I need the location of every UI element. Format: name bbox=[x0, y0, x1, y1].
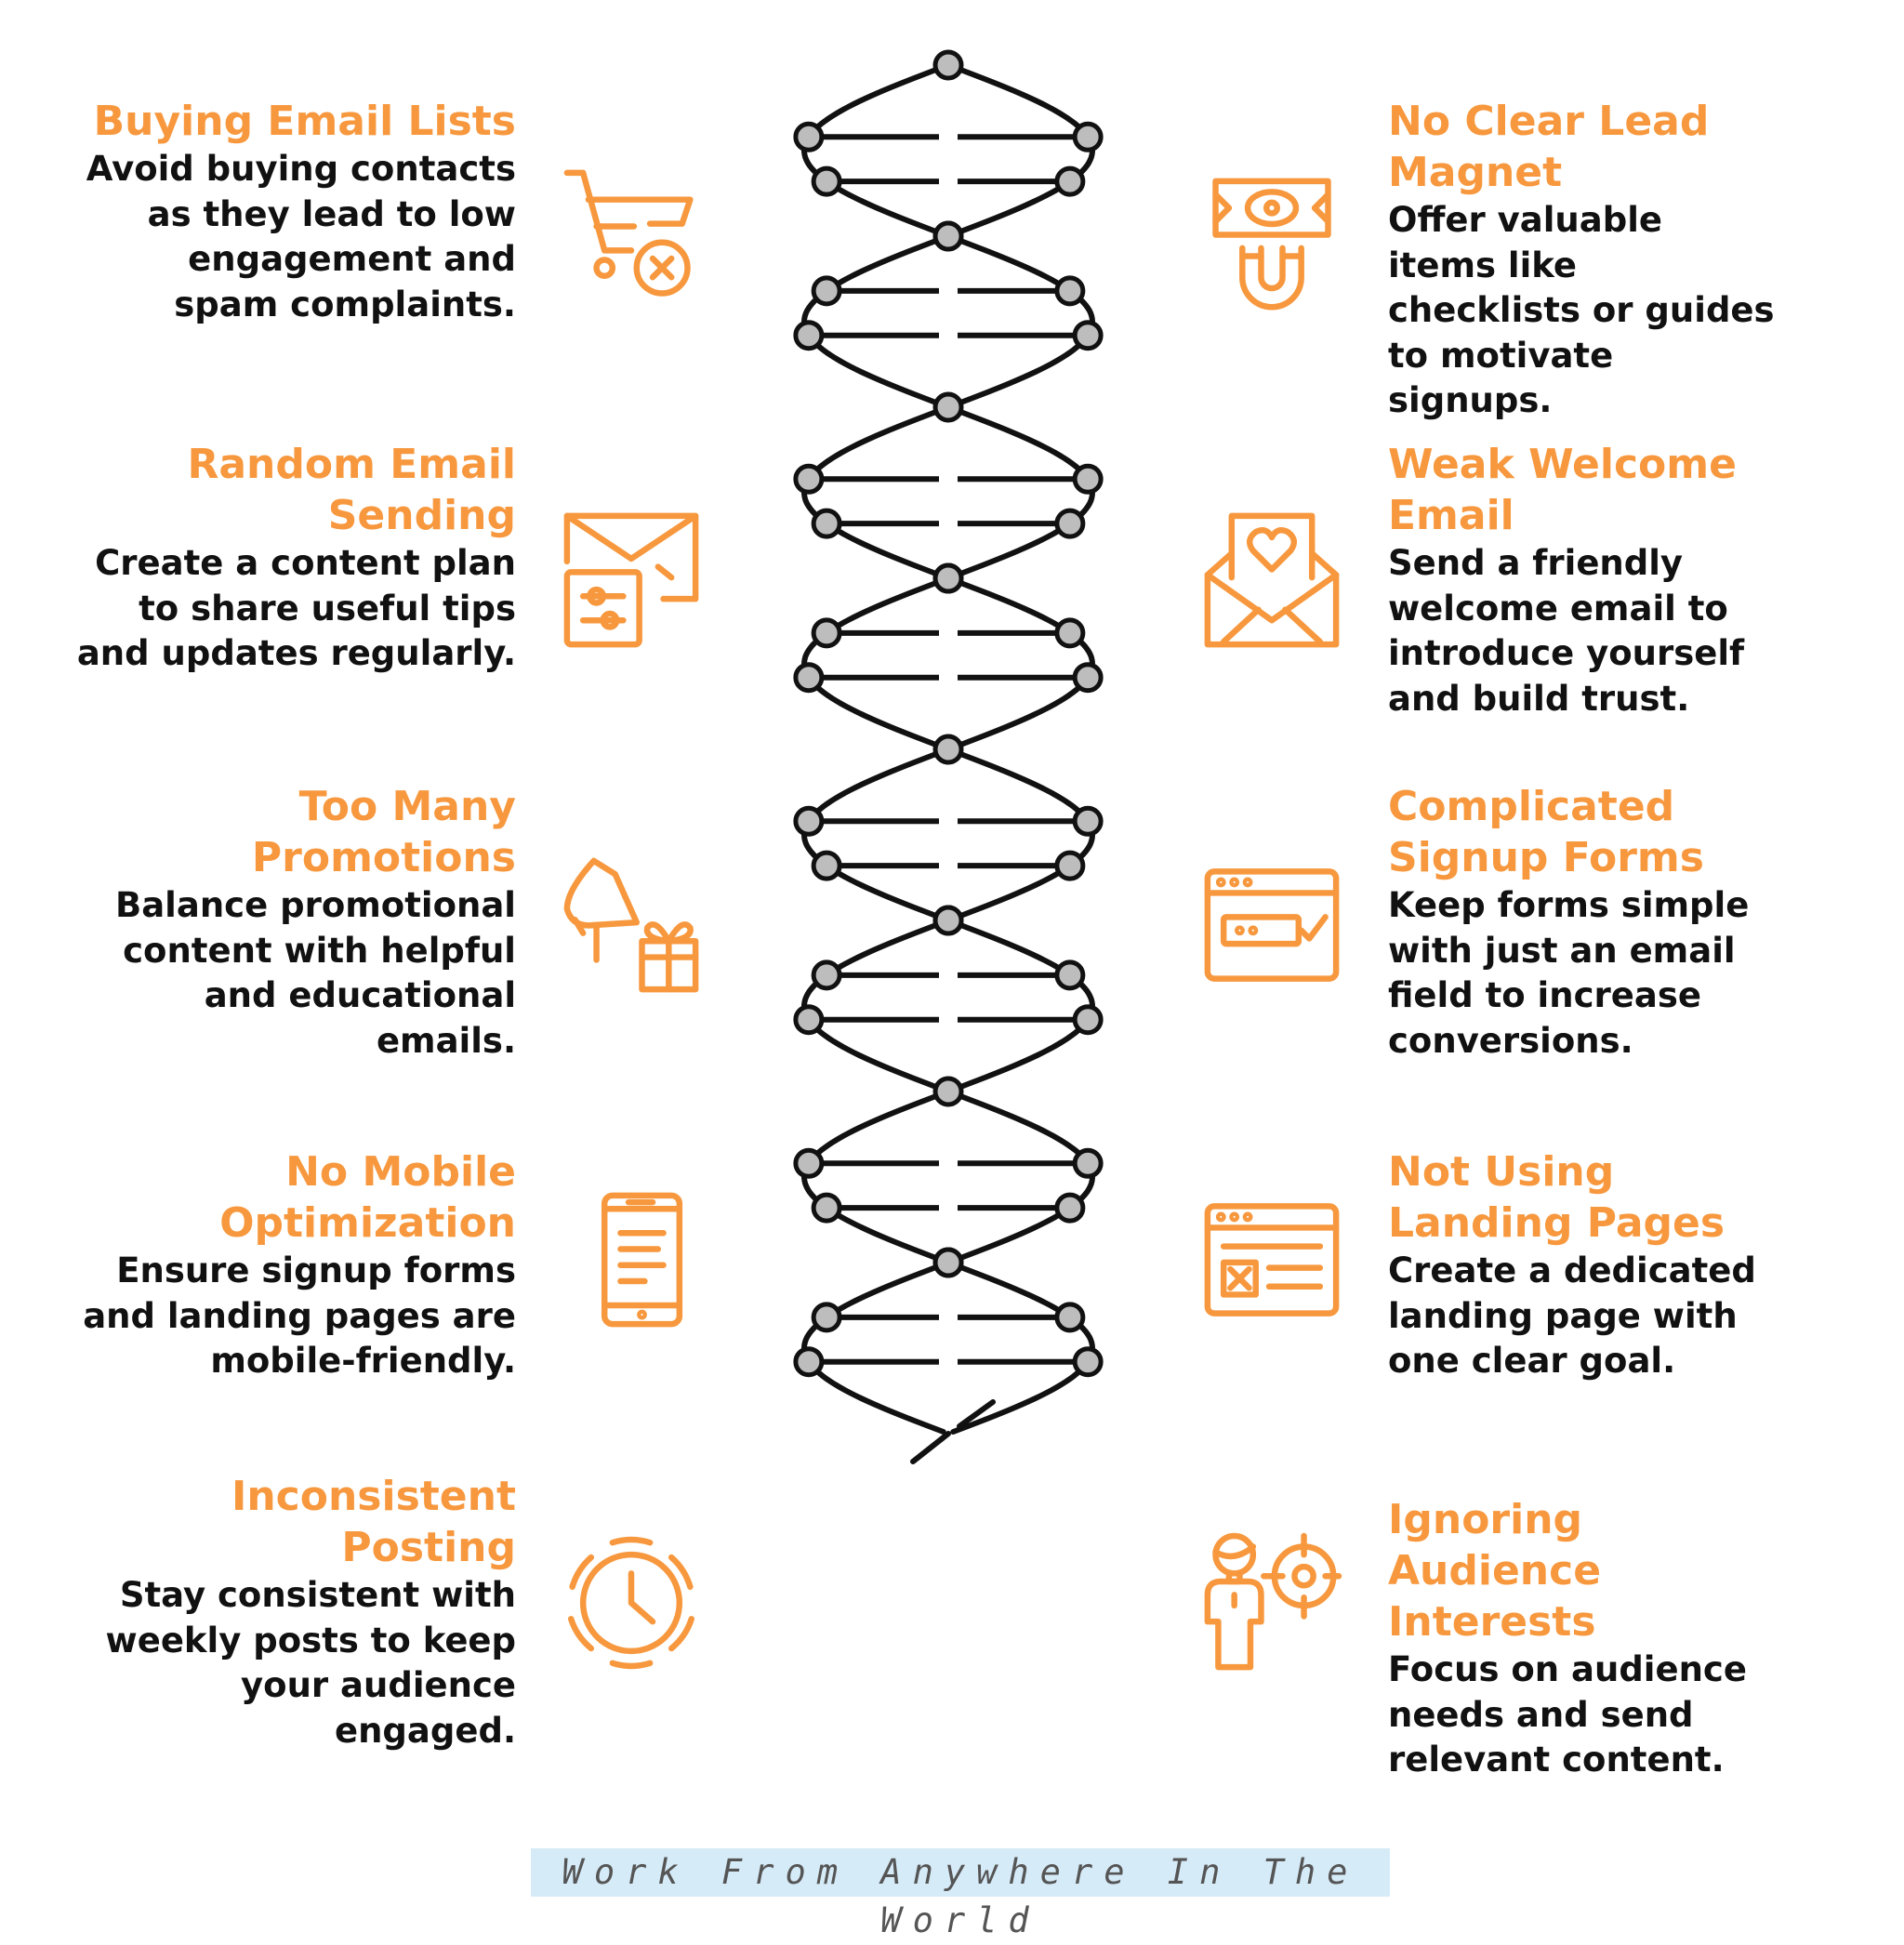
helix-tail bbox=[957, 1399, 996, 1429]
helix-node bbox=[793, 805, 825, 837]
left-item-2-title: Random Email Sending bbox=[187, 441, 516, 539]
helix-node bbox=[793, 463, 825, 495]
helix-node bbox=[793, 1004, 825, 1036]
left-item-1: Buying Email Lists Avoid buying contacts… bbox=[74, 96, 516, 327]
helix-node bbox=[932, 562, 964, 594]
helix-node bbox=[932, 1247, 964, 1278]
left-item-3-title: Too Many Promotions bbox=[251, 783, 516, 881]
helix-node bbox=[793, 320, 825, 351]
left-item-4-title: No Mobile Optimization bbox=[219, 1148, 516, 1247]
helix-node bbox=[1054, 508, 1086, 539]
left-item-1-description: Avoid buying contacts as they lead to lo… bbox=[86, 149, 516, 324]
left-item-2-description: Create a content plan to share useful ti… bbox=[76, 543, 516, 673]
helix-node bbox=[1054, 617, 1086, 649]
helix-node bbox=[932, 391, 964, 423]
helix-node bbox=[793, 662, 825, 694]
helix-node bbox=[793, 1147, 825, 1179]
helix-node bbox=[1072, 463, 1104, 495]
helix-node bbox=[811, 1302, 842, 1333]
helix-node bbox=[932, 49, 964, 81]
left-item-5-description: Stay consistent with weekly posts to kee… bbox=[105, 1575, 516, 1751]
helix-node bbox=[811, 508, 842, 539]
helix-node bbox=[1072, 1147, 1104, 1179]
left-item-3: Too Many Promotions Balance promotional … bbox=[74, 781, 516, 1064]
helix-node bbox=[1072, 1346, 1104, 1378]
left-item-1-title: Buying Email Lists bbox=[93, 98, 516, 145]
helix-node bbox=[793, 121, 825, 152]
helix-node bbox=[811, 1192, 842, 1224]
helix-node bbox=[932, 734, 964, 765]
helix-node bbox=[932, 220, 964, 252]
shopping-cart-remove-icon bbox=[563, 169, 698, 304]
footer-banner: Work From Anywhere In The World bbox=[531, 1848, 1390, 1940]
megaphone-gift-icon bbox=[563, 857, 699, 993]
right-item-1-title: No Clear Lead Magnet bbox=[1388, 98, 1710, 196]
mobile-phone-icon bbox=[564, 1192, 698, 1328]
browser-form-check-icon bbox=[1204, 858, 1340, 992]
heart-envelope-icon bbox=[1204, 512, 1340, 648]
browser-layout-icon bbox=[1204, 1193, 1340, 1327]
dna-helix bbox=[793, 49, 1104, 1464]
right-item-4-description: Create a dedicated landing page with one… bbox=[1388, 1250, 1756, 1381]
right-item-4-title: Not Using Landing Pages bbox=[1388, 1148, 1726, 1247]
helix-node bbox=[1054, 165, 1086, 197]
helix-node bbox=[1054, 850, 1086, 881]
right-item-4: Not Using Landing Pages Create a dedicat… bbox=[1388, 1146, 1778, 1384]
helix-node bbox=[1072, 662, 1104, 694]
helix-node bbox=[1054, 1302, 1086, 1333]
clock-icon bbox=[564, 1536, 698, 1670]
helix-node bbox=[1072, 121, 1104, 152]
helix-node bbox=[811, 165, 842, 197]
helix-node bbox=[1072, 1004, 1104, 1036]
mail-settings-icon bbox=[563, 512, 699, 648]
left-item-4-description: Ensure signup forms and landing pages ar… bbox=[83, 1250, 516, 1381]
left-item-2: Random Email Sending Create a content pl… bbox=[74, 439, 516, 677]
helix-node bbox=[932, 1076, 964, 1107]
right-item-1-description: Offer valuable items like checklists or … bbox=[1388, 200, 1775, 420]
right-item-5: Ignoring Audience Interests Focus on aud… bbox=[1388, 1494, 1797, 1783]
right-item-5-title: Ignoring Audience Interests bbox=[1388, 1496, 1602, 1646]
helix-node bbox=[811, 275, 842, 307]
helix-tail bbox=[910, 1431, 951, 1464]
helix-node bbox=[1054, 1192, 1086, 1224]
helix-node bbox=[1072, 320, 1104, 351]
left-item-3-description: Balance promotional content with helpful… bbox=[115, 885, 516, 1061]
left-item-5-title: Inconsistent Posting bbox=[231, 1473, 516, 1571]
right-item-2-title: Weak Welcome Email bbox=[1388, 441, 1737, 539]
helix-node bbox=[811, 617, 842, 649]
helix-node bbox=[811, 850, 842, 881]
helix-node bbox=[1054, 959, 1086, 991]
left-item-5: Inconsistent Posting Stay consistent wit… bbox=[74, 1471, 516, 1753]
right-item-5-description: Focus on audience needs and send relevan… bbox=[1388, 1649, 1747, 1780]
left-item-4: No Mobile Optimization Ensure signup for… bbox=[74, 1146, 516, 1384]
right-item-3-title: Complicated Signup Forms bbox=[1388, 783, 1704, 881]
helix-node bbox=[1054, 275, 1086, 307]
right-item-1: No Clear Lead Magnet Offer valuable item… bbox=[1388, 96, 1778, 424]
right-item-3-description: Keep forms simple with just an email fie… bbox=[1388, 885, 1750, 1061]
money-magnet-icon bbox=[1205, 178, 1339, 312]
right-item-2-description: Send a friendly welcome email to introdu… bbox=[1388, 543, 1745, 719]
right-item-3: Complicated Signup Forms Keep forms simp… bbox=[1388, 781, 1778, 1064]
helix-node bbox=[793, 1346, 825, 1378]
helix-node bbox=[1072, 805, 1104, 837]
helix-node bbox=[932, 905, 964, 936]
helix-node bbox=[811, 959, 842, 991]
right-item-2: Weak Welcome Email Send a friendly welco… bbox=[1388, 439, 1778, 721]
person-target-icon bbox=[1204, 1532, 1342, 1671]
